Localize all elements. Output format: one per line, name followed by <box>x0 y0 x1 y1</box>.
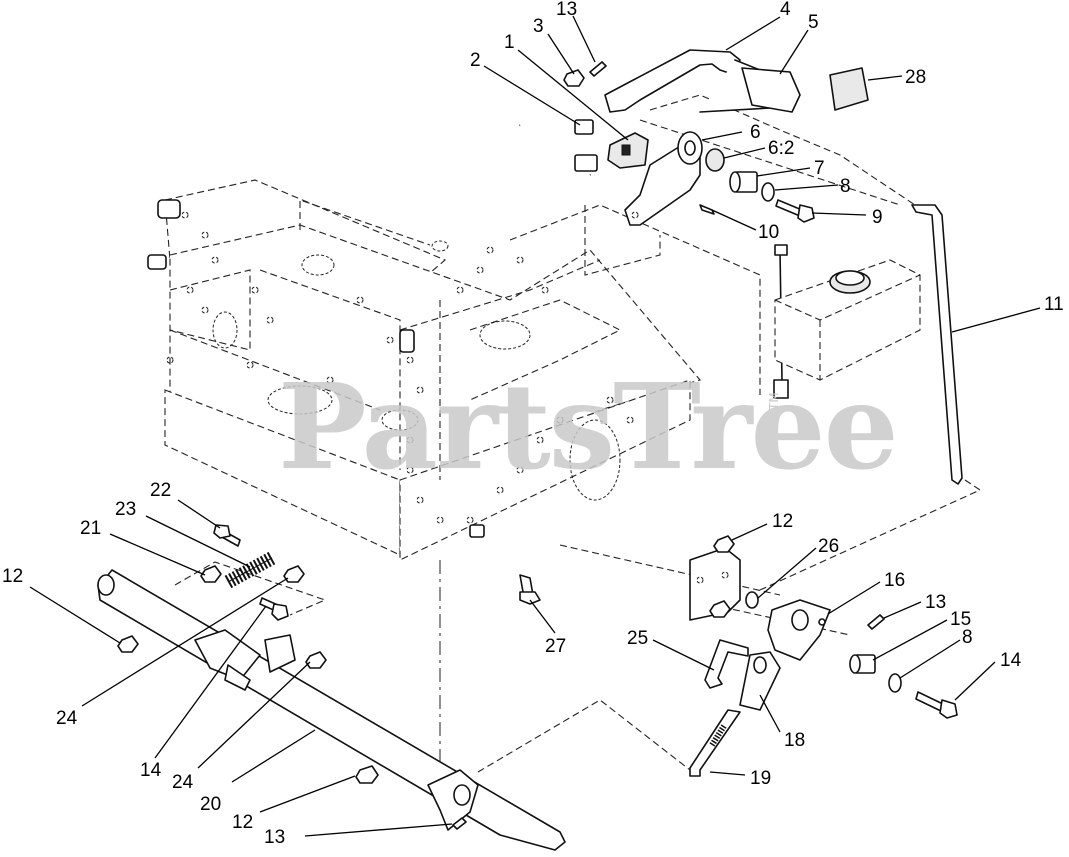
cotter-pin-13-bottom <box>452 817 467 830</box>
upper-linkage-assembly <box>509 49 916 399</box>
callout-7: 7 <box>814 158 825 179</box>
callout-15: 15 <box>950 609 971 630</box>
callout-14: 14 <box>140 760 162 781</box>
callout-10: 10 <box>758 222 779 243</box>
pedal-arm <box>427 769 479 831</box>
pad <box>829 67 869 111</box>
right-lower-assembly <box>689 535 958 777</box>
callout-2: 2 <box>470 50 481 71</box>
washer-8-top <box>761 182 775 202</box>
callout-23: 23 <box>115 499 136 520</box>
bolt-14-right <box>915 691 958 719</box>
fuel-tank <box>774 259 921 381</box>
watermark: PartsTree <box>278 357 897 496</box>
callout-18: 18 <box>784 730 805 751</box>
callout-19: 19 <box>750 768 771 789</box>
callout-12: 12 <box>2 566 23 587</box>
callout-24: 24 <box>172 772 194 793</box>
pedal-shaft-assembly <box>97 524 566 851</box>
nut-21 <box>200 565 222 583</box>
callout-8: 8 <box>840 176 851 197</box>
callout-4: 4 <box>780 0 791 20</box>
callout-27: 27 <box>545 636 566 657</box>
callout-25: 25 <box>627 628 648 649</box>
callout-16: 16 <box>884 570 905 591</box>
washer-8-bottom <box>888 673 902 693</box>
callout-12: 12 <box>772 511 793 532</box>
cross-shaft <box>97 569 566 851</box>
callout-13: 13 <box>264 827 285 848</box>
callout-22: 22 <box>150 480 171 501</box>
nut-24 <box>305 651 327 669</box>
callout-6-2: 6:2 <box>768 138 794 159</box>
bellcrank <box>767 599 831 661</box>
brake-rod <box>911 204 963 485</box>
spacer-15 <box>849 654 876 674</box>
interlock-switch <box>607 132 649 169</box>
switch-clip <box>574 119 594 135</box>
threaded-rod <box>689 709 741 777</box>
cotter-pin-13-top <box>589 61 607 77</box>
nut-24-upper <box>283 565 305 583</box>
callout-28: 28 <box>905 67 926 88</box>
watermark-trademark: TM <box>767 392 781 411</box>
callout-6: 6 <box>750 122 761 143</box>
bolt-22 <box>213 524 241 547</box>
bushing <box>705 148 725 172</box>
callout-3: 3 <box>533 16 544 37</box>
callout-1: 1 <box>504 32 515 53</box>
callout-11: 11 <box>1044 294 1064 315</box>
clevis <box>739 651 781 711</box>
callout-20: 20 <box>200 794 221 815</box>
pivot-bracket <box>624 131 703 226</box>
link-25 <box>704 639 749 689</box>
callout-13: 13 <box>556 0 577 20</box>
bolt-14-lower <box>259 597 289 621</box>
callout-26: 26 <box>818 536 839 557</box>
spacer-7 <box>729 171 758 193</box>
nut-12-bottom <box>355 765 379 784</box>
spring <box>224 551 276 589</box>
frame-chassis <box>147 179 701 561</box>
callout-9: 9 <box>872 207 883 228</box>
callout-24: 24 <box>56 708 78 729</box>
callout-12: 12 <box>232 812 253 833</box>
brake-lever <box>604 49 741 113</box>
washer-26 <box>745 591 759 609</box>
nut-12-left <box>117 635 139 653</box>
callout-13: 13 <box>925 592 946 613</box>
screw-10 <box>699 204 715 215</box>
callout-14: 14 <box>1000 650 1022 671</box>
wire-connector <box>574 154 598 172</box>
callout-21: 21 <box>80 518 101 539</box>
bolt-27 <box>519 574 541 605</box>
callout-5: 5 <box>808 12 819 33</box>
bolt-9 <box>775 199 815 223</box>
nut-3 <box>563 69 585 87</box>
nut-12-top <box>713 535 735 553</box>
callout-8: 8 <box>962 627 973 648</box>
cotter-pin-13-right <box>867 614 885 630</box>
leader-lines <box>29 15 1041 837</box>
